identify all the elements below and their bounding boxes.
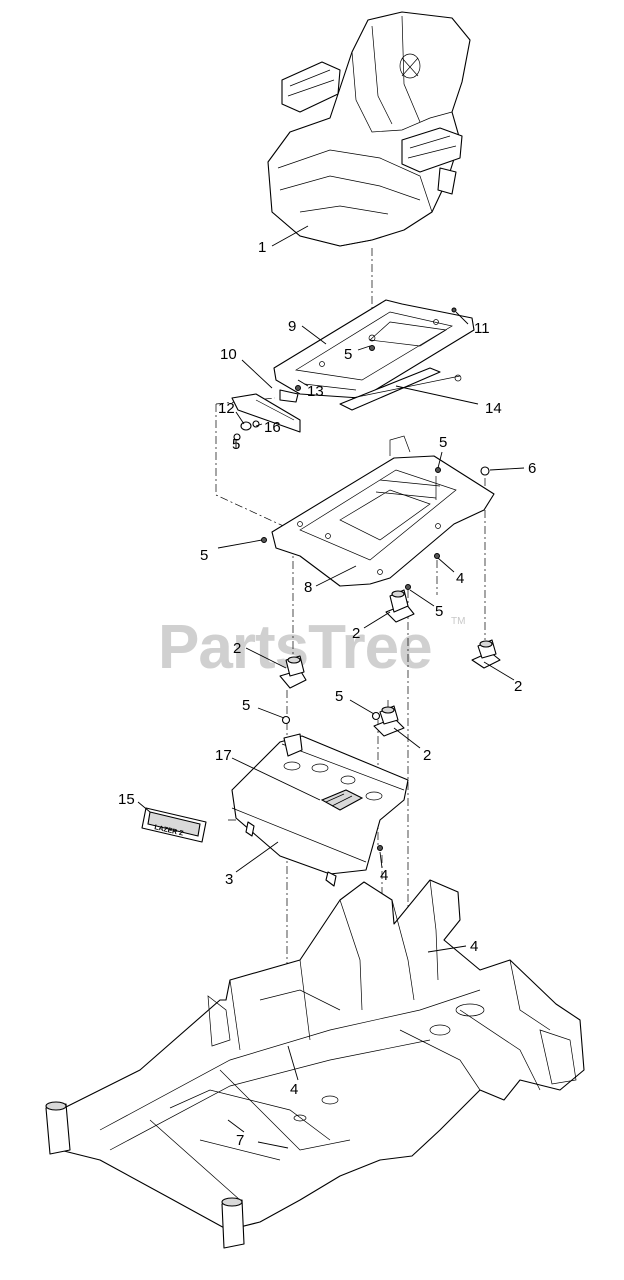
callout-2-left: 2 xyxy=(233,640,241,657)
callout-10: 10 xyxy=(220,346,237,363)
callout-8: 8 xyxy=(304,579,312,596)
callout-6: 6 xyxy=(528,460,536,477)
callout-11: 11 xyxy=(474,320,490,337)
callout-4-shroud: 4 xyxy=(380,867,388,884)
callout-17: 17 xyxy=(215,747,232,764)
bracket xyxy=(231,389,301,433)
isolator-2 xyxy=(385,589,415,623)
seat-pan-cover xyxy=(231,733,409,887)
seat xyxy=(267,11,471,247)
callout-4-lower: 4 xyxy=(290,1081,298,1098)
watermark-trademark: TM xyxy=(451,616,465,627)
callout-15: 15 xyxy=(118,791,135,808)
callout-5-shroud-right: 5 xyxy=(335,688,343,705)
callout-5-upper: 5 xyxy=(344,346,352,363)
callout-14: 14 xyxy=(485,400,502,417)
lazer-z-decal: LAZER Z xyxy=(141,807,207,843)
mower-frame xyxy=(45,879,585,1249)
callout-16: 16 xyxy=(264,419,281,436)
callout-4-plate: 4 xyxy=(456,570,464,587)
slide-rail xyxy=(339,367,462,411)
callout-13: 13 xyxy=(307,383,324,400)
callout-5-shroud-left: 5 xyxy=(242,697,250,714)
callout-labels: 1 9 11 5 10 13 14 12 16 5 5 6 5 4 8 2 5 … xyxy=(118,239,536,1149)
callout-4-frame: 4 xyxy=(470,938,478,955)
callout-5-plate: 5 xyxy=(439,434,447,451)
seat-mount-plate xyxy=(271,435,495,587)
callout-2-right: 2 xyxy=(514,678,522,695)
isolator-1 xyxy=(279,655,307,689)
isolator-3 xyxy=(471,639,501,669)
isolator-4 xyxy=(373,705,405,737)
watermark: PartsTree TM xyxy=(158,613,465,682)
leader-lines xyxy=(137,225,525,1149)
callout-2-center: 2 xyxy=(352,625,360,642)
callout-7: 7 xyxy=(236,1132,244,1149)
callout-12: 12 xyxy=(218,400,235,417)
callout-9: 9 xyxy=(288,318,296,335)
callout-5-spring: 5 xyxy=(232,436,240,453)
callout-3: 3 xyxy=(225,871,233,888)
callout-2-lower: 2 xyxy=(423,747,431,764)
callout-5-center: 5 xyxy=(435,603,443,620)
callout-1: 1 xyxy=(258,239,266,256)
callout-5-left: 5 xyxy=(200,547,208,564)
isolator-mounts xyxy=(279,589,501,737)
